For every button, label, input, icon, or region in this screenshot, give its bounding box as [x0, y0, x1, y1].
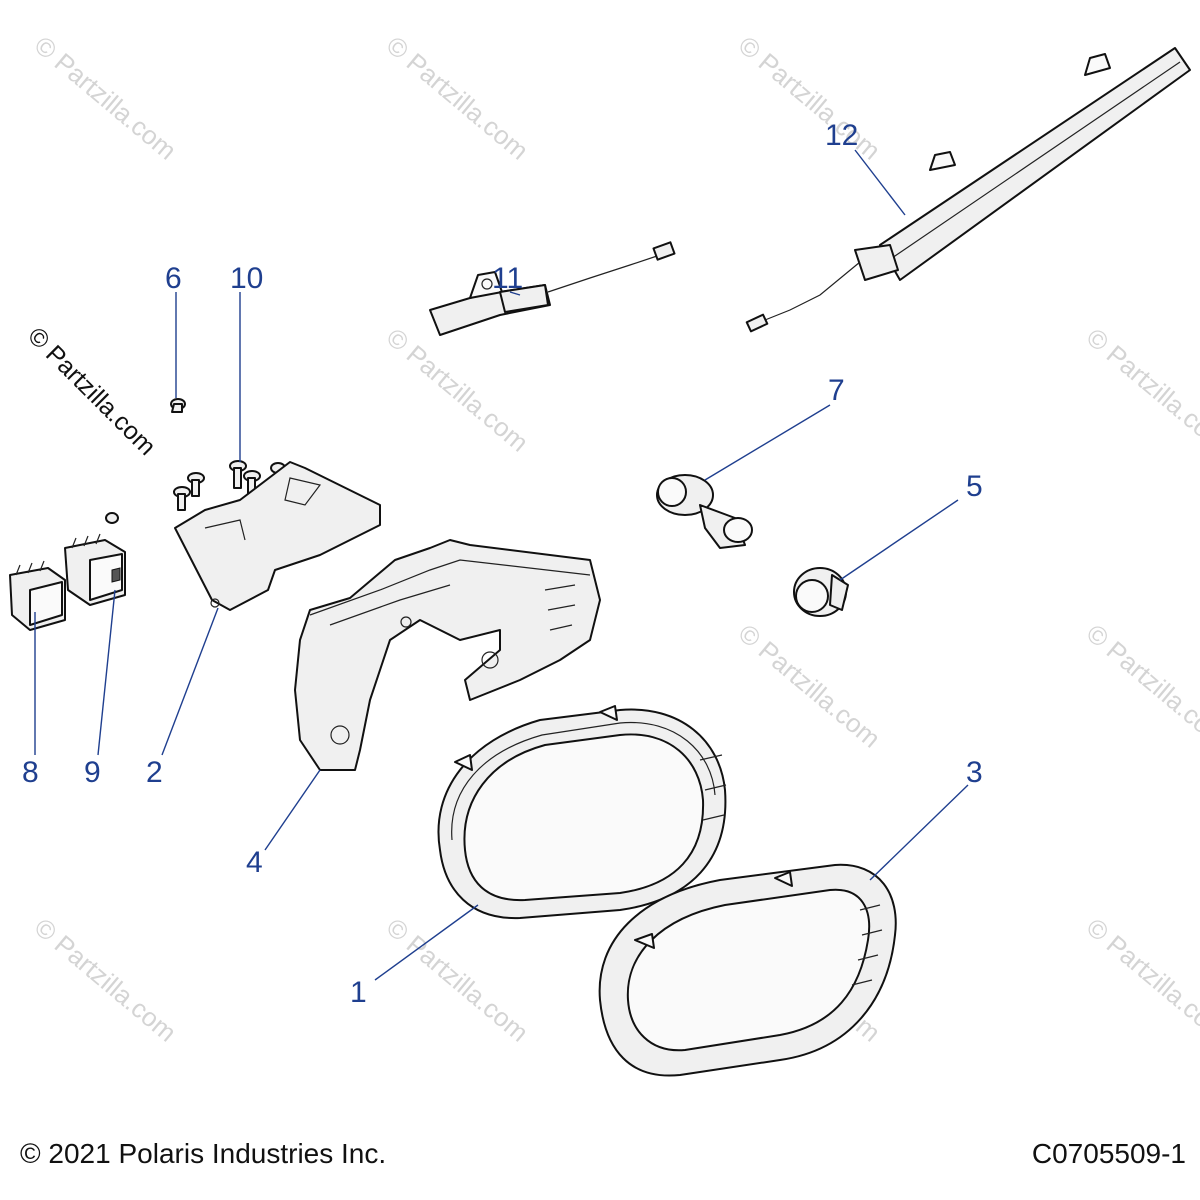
callout-10: 10 — [230, 262, 263, 295]
callout-2: 2 — [146, 756, 163, 789]
part-10-bolts[interactable] — [105, 460, 286, 524]
part-2-mounting-bracket[interactable] — [174, 461, 381, 611]
callout-12: 12 — [825, 119, 858, 152]
part-1-gauge-display[interactable] — [437, 705, 727, 920]
leader-lines — [34, 149, 969, 981]
part-8-rocker-switch[interactable] — [9, 560, 66, 631]
part-3-bezel[interactable] — [598, 863, 897, 1077]
part-6-screw[interactable] — [170, 398, 186, 413]
part-11-sensor-bracket[interactable] — [429, 241, 676, 336]
part-12-light-bar[interactable] — [745, 47, 1191, 333]
callout-5: 5 — [966, 470, 983, 503]
callout-3: 3 — [966, 756, 983, 789]
callout-7: 7 — [828, 374, 845, 407]
part-7-ignition-switch[interactable] — [656, 474, 753, 549]
callout-labels: 1 2 3 4 5 6 7 8 9 10 11 12 — [22, 119, 983, 1009]
part-9-rocker-switch[interactable] — [64, 533, 126, 606]
callout-8: 8 — [22, 756, 39, 789]
part-code: C0705509-1 — [1031, 1138, 1186, 1169]
callout-6: 6 — [165, 262, 182, 295]
callout-1: 1 — [350, 976, 367, 1009]
callout-9: 9 — [84, 756, 101, 789]
part-4-instrument-housing[interactable] — [294, 539, 601, 771]
callout-11: 11 — [492, 262, 523, 295]
callout-4: 4 — [246, 846, 263, 879]
copyright-text: © 2021 Polaris Industries Inc. — [20, 1138, 387, 1169]
part-5-knob[interactable] — [793, 567, 849, 617]
